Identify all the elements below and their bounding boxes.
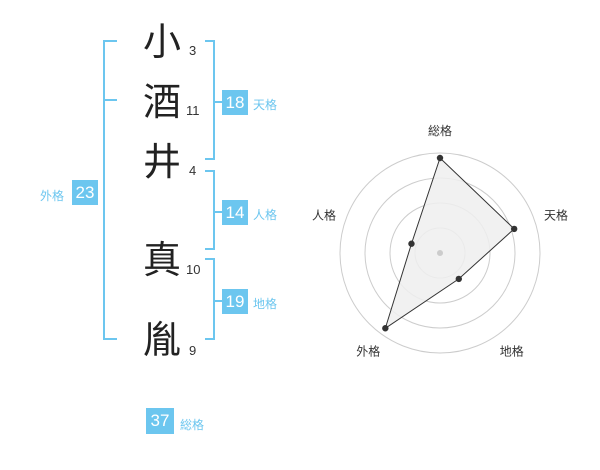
stroke-count-1: 3 bbox=[189, 43, 197, 58]
gaikaku-bracket-vertical bbox=[103, 40, 105, 340]
name-char-5: 胤 bbox=[142, 318, 181, 362]
jinkaku-score: 14 bbox=[222, 200, 248, 225]
soukaku-label: 総格 bbox=[180, 418, 205, 432]
gaikaku-bracket-mid bbox=[103, 99, 117, 101]
radar-point-2 bbox=[510, 225, 518, 233]
name-char-4: 真 bbox=[142, 238, 181, 282]
radar-polygon bbox=[384, 157, 515, 330]
radar-point-5 bbox=[408, 240, 415, 247]
soukaku-score: 37 bbox=[146, 408, 174, 434]
jinkaku-label: 人格 bbox=[253, 208, 278, 222]
tenkaku-bracket-top bbox=[205, 40, 215, 42]
radar-axis-label-3: 地格 bbox=[500, 344, 524, 359]
gaikaku-bracket-bottom bbox=[103, 338, 117, 340]
radar-ring-4 bbox=[339, 152, 541, 354]
chikaku-score: 19 bbox=[222, 289, 248, 314]
tenkaku-bracket-bottom bbox=[205, 158, 215, 160]
jinkaku-connector bbox=[213, 211, 222, 213]
jinkaku-bracket-vertical bbox=[213, 170, 215, 250]
chikaku-bracket-vertical bbox=[213, 258, 215, 340]
gaikaku-score: 23 bbox=[72, 180, 98, 205]
tenkaku-connector bbox=[213, 101, 222, 103]
radar-point-1 bbox=[436, 154, 444, 162]
chikaku-label: 地格 bbox=[253, 297, 278, 311]
stroke-count-5: 9 bbox=[189, 343, 197, 358]
name-char-1: 小 bbox=[142, 20, 181, 64]
name-char-2: 酒 bbox=[142, 80, 181, 124]
chikaku-bracket-top bbox=[205, 258, 215, 260]
tenkaku-bracket-vertical bbox=[213, 40, 215, 160]
jinkaku-bracket-top bbox=[205, 170, 215, 172]
jinkaku-bracket-bottom bbox=[205, 248, 215, 250]
stroke-count-4: 10 bbox=[186, 262, 201, 277]
radar-point-3 bbox=[455, 275, 463, 283]
tenkaku-score: 18 bbox=[222, 90, 248, 115]
name-char-3: 井 bbox=[142, 140, 181, 184]
gaikaku-label: 外格 bbox=[40, 189, 65, 203]
radar-axis-label-5: 人格 bbox=[312, 207, 336, 222]
radar-axis-label-2: 天格 bbox=[544, 207, 568, 222]
radar-axis-label-1: 総格 bbox=[428, 123, 452, 138]
radar-axis-label-4: 外格 bbox=[356, 344, 380, 359]
radar-center-dot bbox=[437, 250, 443, 256]
stroke-count-3: 4 bbox=[189, 163, 197, 178]
chikaku-connector bbox=[213, 300, 222, 302]
tenkaku-label: 天格 bbox=[253, 98, 278, 112]
radar-point-4 bbox=[382, 325, 389, 332]
stroke-count-2: 11 bbox=[186, 103, 200, 118]
chikaku-bracket-bottom bbox=[205, 338, 215, 340]
gaikaku-bracket-top bbox=[103, 40, 117, 42]
